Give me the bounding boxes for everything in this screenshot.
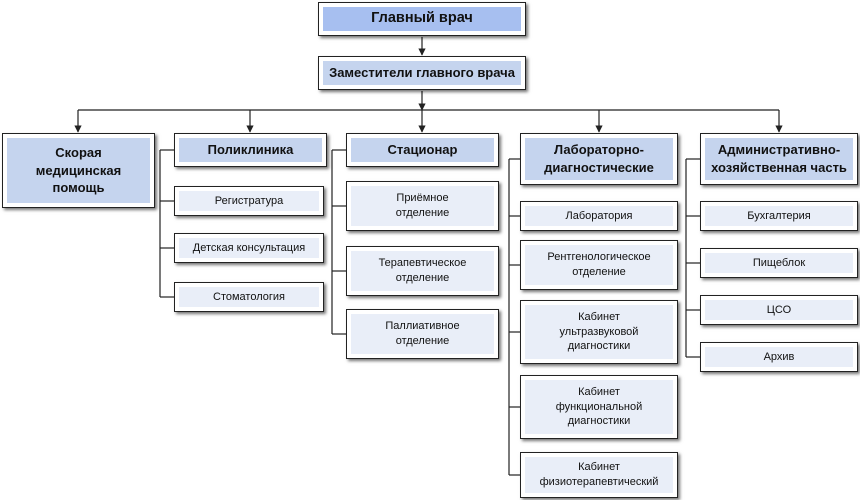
dept-ambulance: Скорая медицинская помощь xyxy=(2,133,155,208)
admin-item-label: ЦСО xyxy=(705,300,853,320)
polyclinic-item-children: Детская консультация xyxy=(174,233,324,263)
lab-item-label: Рентгенологическое отделение xyxy=(525,245,673,285)
chief-label: Главный врач xyxy=(323,7,521,31)
dept-polyclinic: Поликлиника xyxy=(174,133,327,167)
admin-item-accounting: Бухгалтерия xyxy=(700,201,858,231)
hospital-item-therapy: Терапевтическое отделение xyxy=(346,246,499,296)
hospital-item-palliative: Паллиативное отделение xyxy=(346,309,499,359)
hospital-item-label: Приёмное отделение xyxy=(351,186,494,226)
admin-item-label: Бухгалтерия xyxy=(705,206,853,226)
dept-admin: Административно-хозяйственная часть xyxy=(700,133,858,185)
admin-item-label: Пищеблок xyxy=(705,253,853,273)
dept-polyclinic-label: Поликлиника xyxy=(179,138,322,162)
dept-lab-diagnostics: Лабораторно-диагностические xyxy=(520,133,678,185)
admin-item-kitchen: Пищеблок xyxy=(700,248,858,278)
lab-item-ultrasound: Кабинет ультразвуковой диагностики xyxy=(520,300,678,364)
admin-item-label: Архив xyxy=(705,347,853,367)
polyclinic-item-label: Стоматология xyxy=(179,287,319,307)
dept-lab-diagnostics-label: Лабораторно-диагностические xyxy=(525,138,673,180)
hospital-item-label: Терапевтическое отделение xyxy=(351,251,494,291)
polyclinic-item-dentistry: Стоматология xyxy=(174,282,324,312)
chief-box: Главный врач xyxy=(318,2,526,36)
dept-hospital: Стационар xyxy=(346,133,499,167)
polyclinic-item-registry: Регистратура xyxy=(174,186,324,216)
dept-admin-label: Административно-хозяйственная часть xyxy=(705,138,853,180)
lab-item-label: Лаборатория xyxy=(525,206,673,226)
polyclinic-item-label: Регистратура xyxy=(179,191,319,211)
hospital-item-admission: Приёмное отделение xyxy=(346,181,499,231)
lab-item-physiotherapy: Кабинет физиотерапевтический xyxy=(520,452,678,498)
lab-item-radiology: Рентгенологическое отделение xyxy=(520,240,678,290)
admin-item-cso: ЦСО xyxy=(700,295,858,325)
polyclinic-item-label: Детская консультация xyxy=(179,238,319,258)
dept-hospital-label: Стационар xyxy=(351,138,494,162)
lab-item-laboratory: Лаборатория xyxy=(520,201,678,231)
hospital-item-label: Паллиативное отделение xyxy=(351,314,494,354)
deputies-box: Заместители главного врача xyxy=(318,56,526,90)
deputies-label: Заместители главного врача xyxy=(323,61,521,85)
lab-item-label: Кабинет ультразвуковой диагностики xyxy=(525,305,673,359)
dept-ambulance-label: Скорая медицинская помощь xyxy=(7,138,150,203)
lab-item-label: Кабинет физиотерапевтический xyxy=(525,457,673,493)
lab-item-label: Кабинет функциональной диагностики xyxy=(525,380,673,434)
admin-item-archive: Архив xyxy=(700,342,858,372)
lab-item-functional: Кабинет функциональной диагностики xyxy=(520,375,678,439)
